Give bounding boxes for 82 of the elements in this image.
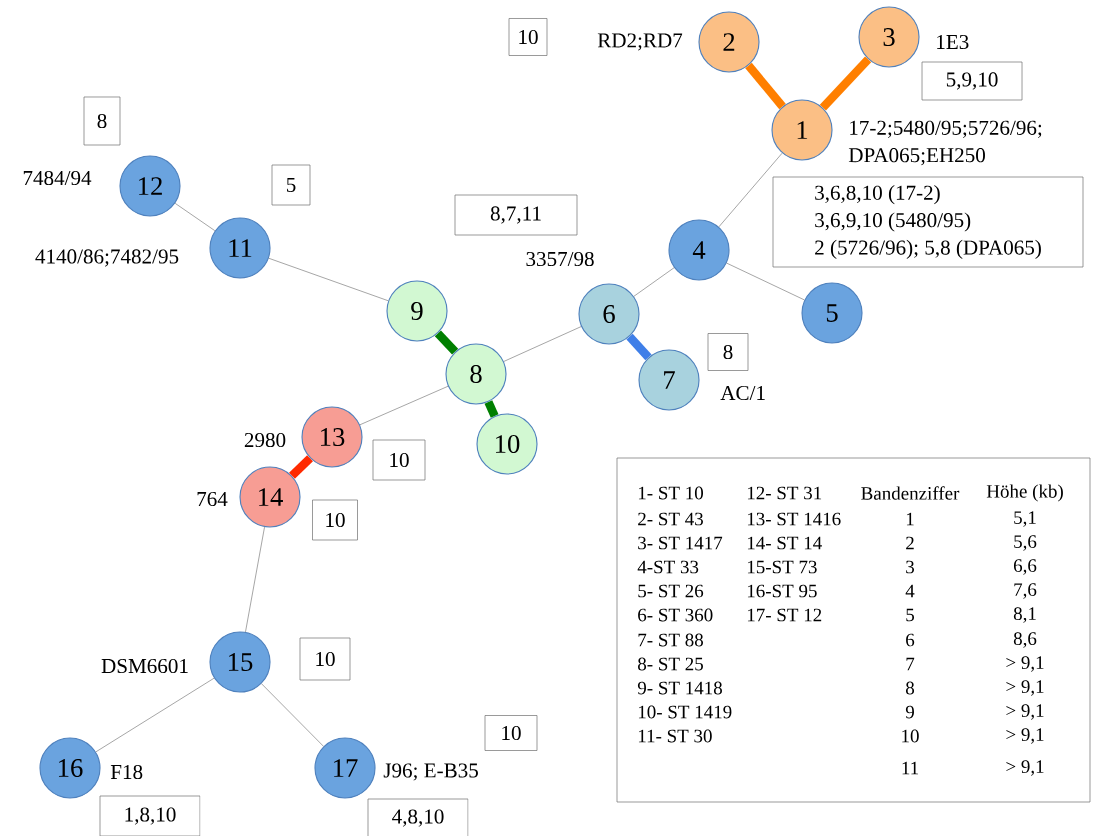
column-header: Höhe (kb) xyxy=(986,484,1063,502)
table-entry: 3 xyxy=(906,560,914,574)
connector-line xyxy=(626,333,652,361)
strain-label: 4140/86;7482/95 xyxy=(35,249,179,267)
table-entry: 16-ST 95 xyxy=(747,584,817,598)
connector-line xyxy=(174,203,216,231)
strain-label: F18 xyxy=(110,764,143,780)
connector-line xyxy=(359,385,449,426)
table-entry: 10 xyxy=(902,729,919,743)
table-entry: > 9,1 xyxy=(1006,728,1044,744)
table-entry: 2 xyxy=(906,536,914,550)
table-entry: 12- ST 31 xyxy=(747,486,822,500)
table-entry: 7 xyxy=(906,657,915,671)
band-box: 5,9,10 xyxy=(921,61,1023,101)
table-entry: > 9,1 xyxy=(1006,680,1044,696)
connector-line xyxy=(718,152,783,228)
strain-label: 3357/98 xyxy=(526,251,594,267)
strain-label: 2980 xyxy=(244,432,286,448)
table-entry: 11- ST 30 xyxy=(638,729,712,743)
table-entry: 15-ST 73 xyxy=(747,560,817,574)
table-entry: 5- ST 26 xyxy=(638,584,704,598)
table-entry: 6,6 xyxy=(1013,559,1037,575)
table-entry: 5,6 xyxy=(1014,535,1037,551)
band-box: 8,7,11 xyxy=(454,194,578,236)
strain-label: 17-2;5480/95;5726/96; DPA065;EH250 xyxy=(848,120,1042,166)
table-entry: 10- ST 1419 xyxy=(638,705,732,719)
connector-line xyxy=(245,526,265,633)
table-entry: 7,6 xyxy=(1014,583,1037,599)
strain-label: J96; E-B35 xyxy=(383,763,478,781)
connector-line xyxy=(484,400,499,418)
table-entry: 13- ST 1416 xyxy=(747,512,841,526)
table-entry: 9- ST 1418 xyxy=(637,681,722,695)
table-entry: 6- ST 360 xyxy=(638,608,713,622)
table-entry: 7- ST 88 xyxy=(638,633,703,647)
connector-line xyxy=(633,267,675,297)
connector-line xyxy=(289,455,313,479)
table-entry: 6 xyxy=(906,633,915,647)
table-entry: 11 xyxy=(902,761,918,775)
band-box: 10 xyxy=(508,18,548,56)
table-entry: 17- ST 12 xyxy=(747,608,822,622)
table-entry: 5 xyxy=(906,608,914,622)
connector-line xyxy=(745,62,786,110)
table-entry: 5,1 xyxy=(1014,511,1036,527)
band-box: 10 xyxy=(299,637,351,681)
table-entry: 8,1 xyxy=(1013,607,1036,623)
table-entry: 14- ST 14 xyxy=(747,536,822,550)
table-entry: 8,6 xyxy=(1013,632,1037,648)
connector-line xyxy=(434,330,459,355)
band-box: 8 xyxy=(83,96,121,146)
table-entry: 2- ST 43 xyxy=(638,512,703,526)
band-box: 10 xyxy=(372,439,426,481)
table-entry: 8- ST 25 xyxy=(638,657,703,671)
band-box: 3,6,8,10 (17-2) 3,6,9,10 (5480/95) 2 (5726/96); 5,8 (DPA065) xyxy=(772,176,1084,268)
connector-line xyxy=(261,683,324,747)
table-entry: 1- ST 10 xyxy=(638,486,703,500)
column-header: Bandenziffer xyxy=(861,486,960,500)
table-entry: 9 xyxy=(905,705,914,719)
table-entry: > 9,1 xyxy=(1006,704,1044,720)
table-entry: 8 xyxy=(906,681,915,695)
band-box: 10 xyxy=(484,715,538,751)
table-entry: 4-ST 33 xyxy=(637,560,699,574)
band-box: 4,8,10 xyxy=(367,798,469,836)
connector-line xyxy=(503,326,582,362)
band-box: 8 xyxy=(707,333,749,371)
table-entry: 3- ST 1417 xyxy=(638,536,723,550)
connector-line xyxy=(95,677,215,753)
table-entry: 1 xyxy=(906,512,914,526)
band-box: 5 xyxy=(271,164,311,206)
strain-label: DSM6601 xyxy=(101,658,188,674)
band-box: 10 xyxy=(312,499,358,541)
connector-line xyxy=(726,262,805,301)
strain-label: 1E3 xyxy=(937,34,969,50)
connector-line xyxy=(819,56,872,111)
table-entry: 4 xyxy=(905,584,915,598)
table-entry: > 9,1 xyxy=(1006,656,1044,672)
strain-label: 764 xyxy=(197,491,228,507)
strain-label: AC/1 xyxy=(720,385,765,401)
connector-line xyxy=(268,257,389,302)
band-box: 1,8,10 xyxy=(99,795,201,836)
table-entry: > 9,1 xyxy=(1006,760,1044,776)
strain-label: RD2;RD7 xyxy=(597,33,683,51)
strain-label: 7484/94 xyxy=(23,170,92,186)
